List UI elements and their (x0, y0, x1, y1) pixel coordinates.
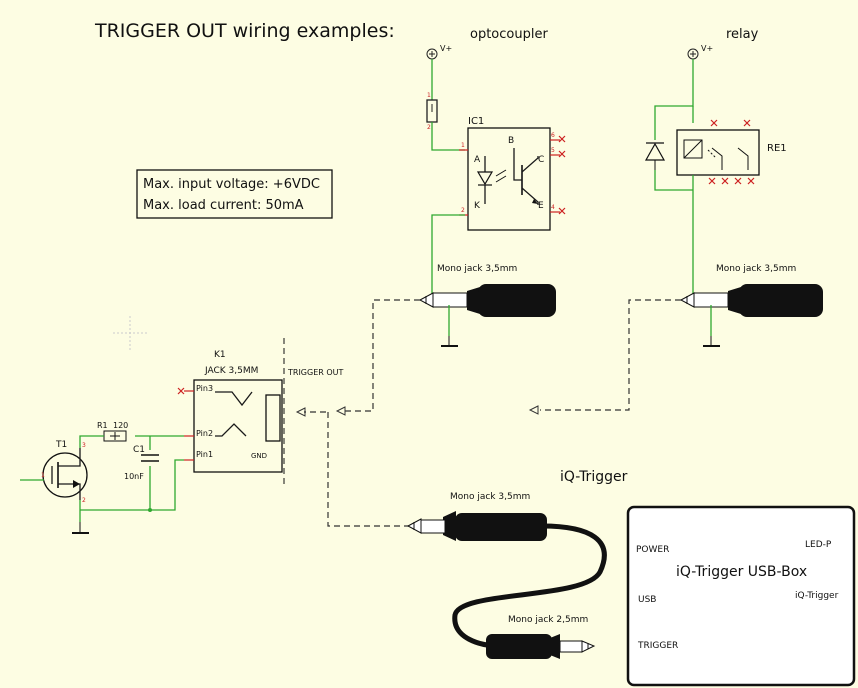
svg-text:6: 6 (551, 132, 555, 139)
cable-top-label: Mono jack 3,5mm (450, 492, 530, 502)
relay-supply-symbol: V+ (687, 44, 713, 60)
cable-bottom-label: Mono jack 2,5mm (508, 615, 588, 625)
pin-k-label: K (474, 201, 481, 211)
pin2-label: Pin2 (196, 429, 213, 438)
led-label: LED-P (805, 540, 832, 550)
iq-trigger-cable: iQ-Trigger Mono jack 3,5mm Mono jack 2,5… (406, 469, 628, 659)
ic1-ref: IC1 (468, 116, 484, 127)
pin3-label: Pin3 (196, 384, 213, 393)
relay-section: relay V+ RE1 (644, 27, 823, 347)
t1-ref: T1 (55, 440, 67, 450)
svg-text:2: 2 (461, 207, 465, 214)
svg-text:2: 2 (427, 124, 431, 131)
relay-heading: relay (726, 27, 759, 42)
spec-current: Max. load current: 50mA (143, 198, 304, 213)
svg-text:3: 3 (82, 442, 86, 449)
pin3-no-connect (177, 387, 185, 395)
usb-label: USB (638, 595, 656, 605)
svg-text:2: 2 (82, 497, 86, 504)
optocoupler-ic (467, 127, 551, 231)
svg-text:1: 1 (461, 142, 465, 149)
crosshair-marker (113, 316, 148, 350)
trigger-port-label: TRIGGER (637, 641, 678, 651)
svg-text:4: 4 (551, 204, 555, 211)
optocoupler-heading: optocoupler (470, 27, 548, 42)
pin1-label: Pin1 (196, 450, 213, 459)
k1-ref: K1 (214, 350, 226, 360)
svg-text:1: 1 (41, 472, 45, 479)
pin-e-label: E (538, 201, 544, 211)
pin-b-label: B (508, 136, 514, 146)
pin-a-label: A (474, 155, 481, 165)
optocoupler-section: optocoupler V+ 1 2 IC1 A K B C E (418, 27, 566, 347)
c1-ref: C1 (133, 445, 145, 455)
flyback-diode (644, 142, 666, 170)
pin-c-label: C (538, 155, 544, 165)
spec-voltage: Max. input voltage: +6VDC (143, 177, 320, 192)
supply-label: V+ (440, 44, 452, 53)
svg-text:1: 1 (427, 92, 431, 99)
specs-box: Max. input voltage: +6VDC Max. load curr… (136, 169, 333, 219)
relay-no-connect (708, 119, 755, 185)
no-connect-markers (558, 135, 566, 215)
driver-circuit: R1 120 C1 10nF T1 1 3 2 (20, 421, 184, 534)
power-label: POWER (636, 545, 669, 555)
r1-value: 120 (113, 421, 128, 430)
t1-transistor (42, 452, 88, 498)
page-title: TRIGGER OUT wiring examples: (94, 20, 395, 42)
k1-part: JACK 3,5MM (204, 366, 258, 376)
relay-body (676, 129, 760, 176)
dashed-connectors (295, 299, 681, 527)
usb-box-title: iQ-Trigger USB-Box (676, 564, 807, 580)
relay-jack-label: Mono jack 3,5mm (716, 264, 796, 274)
relay-jack-plug (679, 284, 823, 317)
relay-supply-label: V+ (701, 44, 713, 53)
iq-trigger-usb-box: iQ-Trigger USB-Box POWER USB TRIGGER LED… (626, 505, 856, 687)
r1-ref: R1 (97, 421, 108, 430)
gnd-label: GND (251, 452, 267, 460)
iq-port-label: iQ-Trigger (795, 591, 839, 601)
supply-symbol: V+ (426, 44, 452, 60)
trigger-out-label: TRIGGER OUT (287, 368, 344, 377)
jack-k1: K1 JACK 3,5MM Pin3 Pin2 Pin1 GND TRIGGER… (177, 338, 344, 485)
opto-jack-plug (418, 284, 556, 317)
c1-value: 10nF (124, 472, 144, 481)
opto-jack-label: Mono jack 3,5mm (437, 264, 517, 274)
relay-ref: RE1 (767, 143, 787, 154)
iq-trigger-heading: iQ-Trigger (560, 469, 628, 485)
svg-text:5: 5 (551, 147, 555, 154)
